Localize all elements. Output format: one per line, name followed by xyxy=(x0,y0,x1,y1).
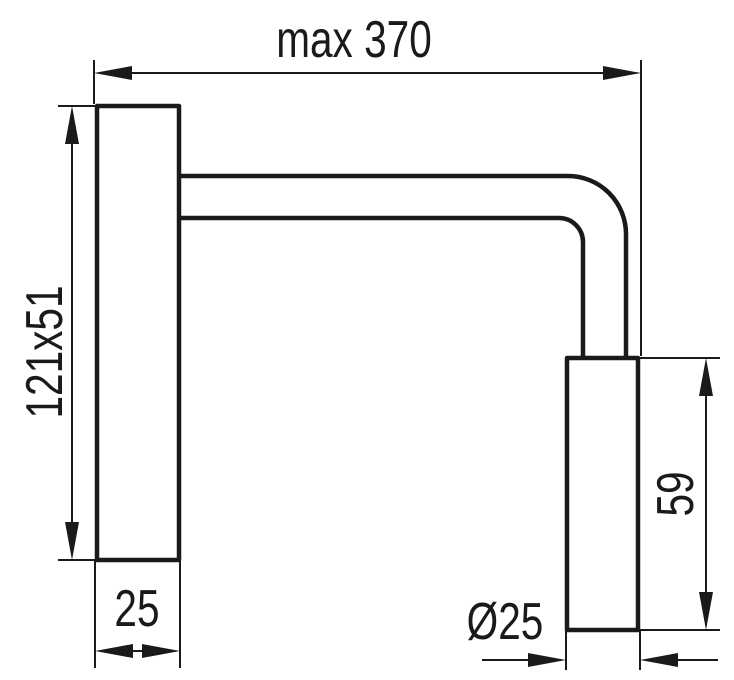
base-width-label: 25 xyxy=(114,579,159,637)
head-diameter-dimension: Ø25 xyxy=(467,592,718,670)
wall-base-plate xyxy=(94,103,182,563)
head-height-dimension: 59 xyxy=(638,357,720,631)
base-width-dimension: 25 xyxy=(94,560,181,668)
overall-width-label: max 370 xyxy=(276,10,432,68)
head-diameter-label: Ø25 xyxy=(467,592,544,650)
lamp-head xyxy=(564,355,641,633)
lamp-arm xyxy=(179,173,629,358)
base-size-dimension: 121x51 xyxy=(15,105,97,561)
head-height-label: 59 xyxy=(646,471,704,516)
base-size-label: 121x51 xyxy=(15,285,73,418)
overall-width-dimension: max 370 xyxy=(93,10,642,356)
